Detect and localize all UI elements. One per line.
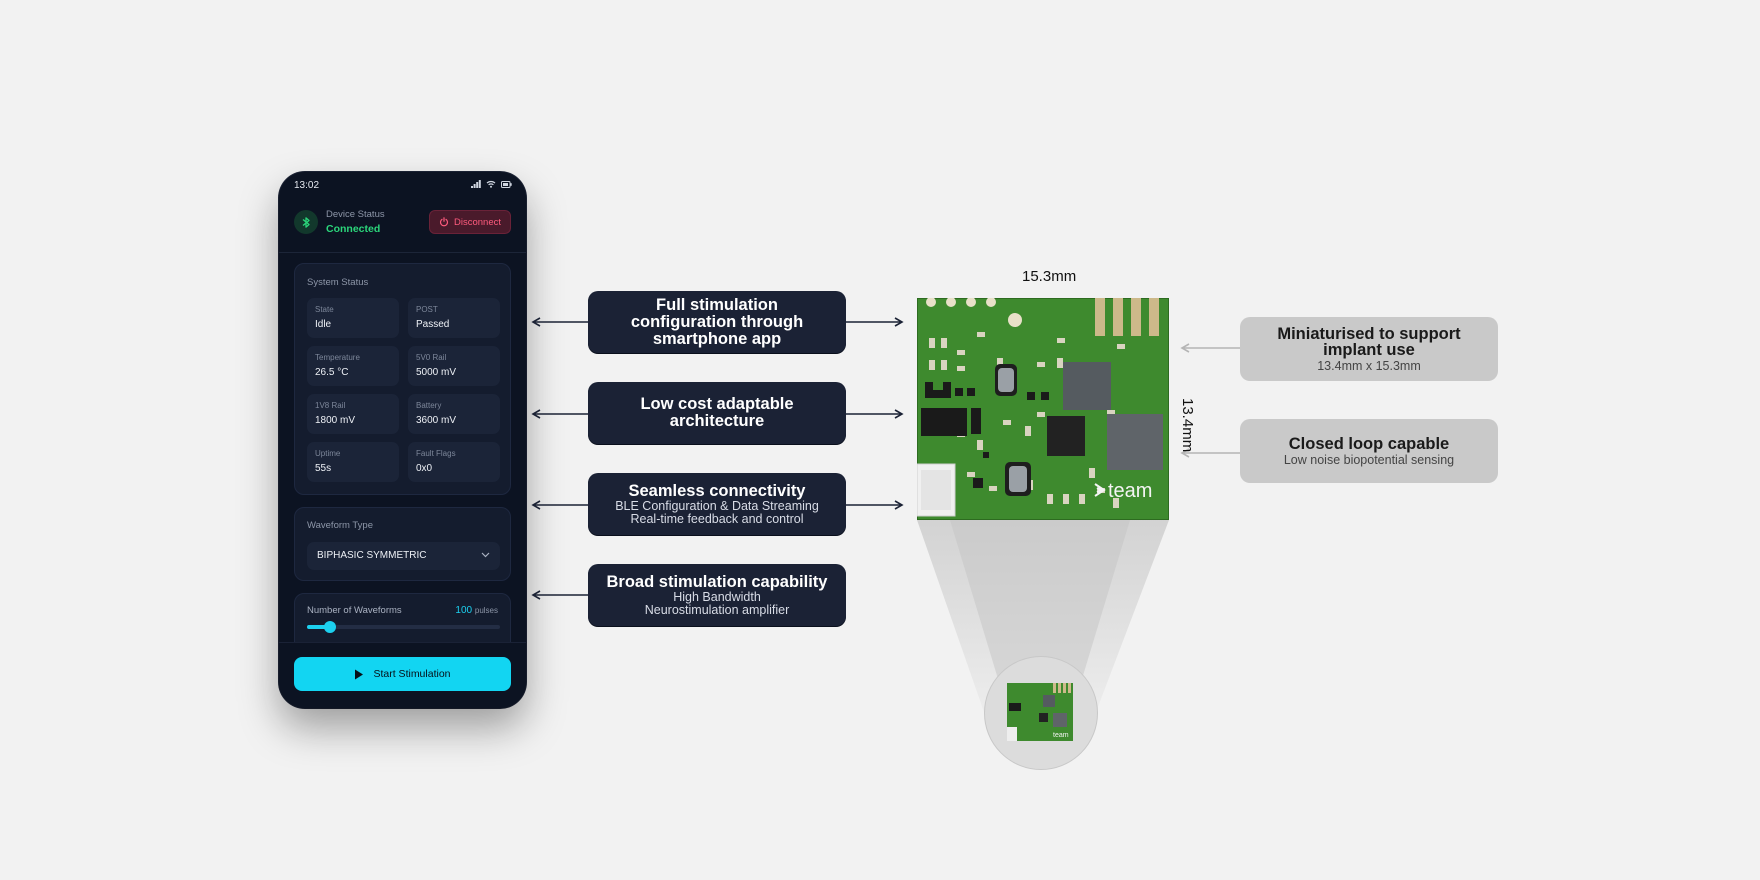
feature-miniaturised: Miniaturised to support implant use 13.4… (1240, 317, 1498, 381)
battery-icon (501, 180, 512, 188)
waveform-panel: Waveform Type BIPHASIC SYMMETRIC (294, 507, 511, 581)
waveform-type-title: Waveform Type (307, 520, 373, 531)
board-logo-text: team (1108, 480, 1152, 502)
start-stimulation-label: Start Stimulation (373, 668, 451, 680)
waveforms-count-label: Number of Waveforms (307, 605, 402, 616)
chevron-down-icon (481, 552, 490, 558)
system-status-title: System Status (307, 277, 369, 288)
pcb-thumbnail: team (1007, 683, 1073, 741)
board-width-label: 15.3mm (1022, 268, 1077, 285)
device-status-value: Connected (326, 223, 381, 235)
callout-smartphone-config: Full stimulation configuration through s… (588, 291, 846, 353)
bluetooth-icon (294, 210, 318, 234)
callout-stimulation-capability: Broad stimulation capability High Bandwi… (588, 564, 846, 626)
phone-mockup: 13:02 Device Status Connected Disconnect… (279, 172, 526, 708)
actual-size-circle: team (984, 656, 1098, 770)
status-bar: 13:02 (279, 172, 526, 198)
waveform-type-value: BIPHASIC SYMMETRIC (317, 550, 427, 561)
start-bar: Start Stimulation (279, 642, 526, 708)
slider-handle[interactable] (324, 621, 337, 633)
disconnect-label: Disconnect (454, 216, 501, 228)
device-header: Device Status Connected Disconnect (279, 198, 526, 253)
disconnect-button[interactable]: Disconnect (429, 210, 511, 234)
feature-closed-loop: Closed loop capable Low noise biopotenti… (1240, 419, 1498, 483)
board-height-label: 13.4mm (1179, 398, 1196, 453)
device-status-label: Device Status (326, 209, 385, 220)
power-icon (439, 217, 449, 227)
waveforms-count-value: 100 pulses (455, 605, 498, 616)
callout-title-line-wrap: Full stimulation configuration through s… (630, 295, 804, 348)
callout-low-cost: Low cost adaptable architecture (588, 382, 846, 444)
callout-connectivity: Seamless connectivity BLE Configuration … (588, 473, 846, 535)
clock: 13:02 (294, 180, 320, 191)
thumbnail-logo-text: team (1053, 732, 1069, 739)
play-icon (355, 669, 364, 679)
start-stimulation-button[interactable]: Start Stimulation (294, 657, 511, 691)
signal-icon (471, 180, 481, 188)
pcb-board: team (917, 298, 1169, 520)
wifi-icon (486, 180, 496, 188)
waveform-type-select[interactable]: BIPHASIC SYMMETRIC (307, 542, 500, 570)
waveforms-slider[interactable] (307, 621, 500, 633)
slider-fill (307, 625, 331, 629)
